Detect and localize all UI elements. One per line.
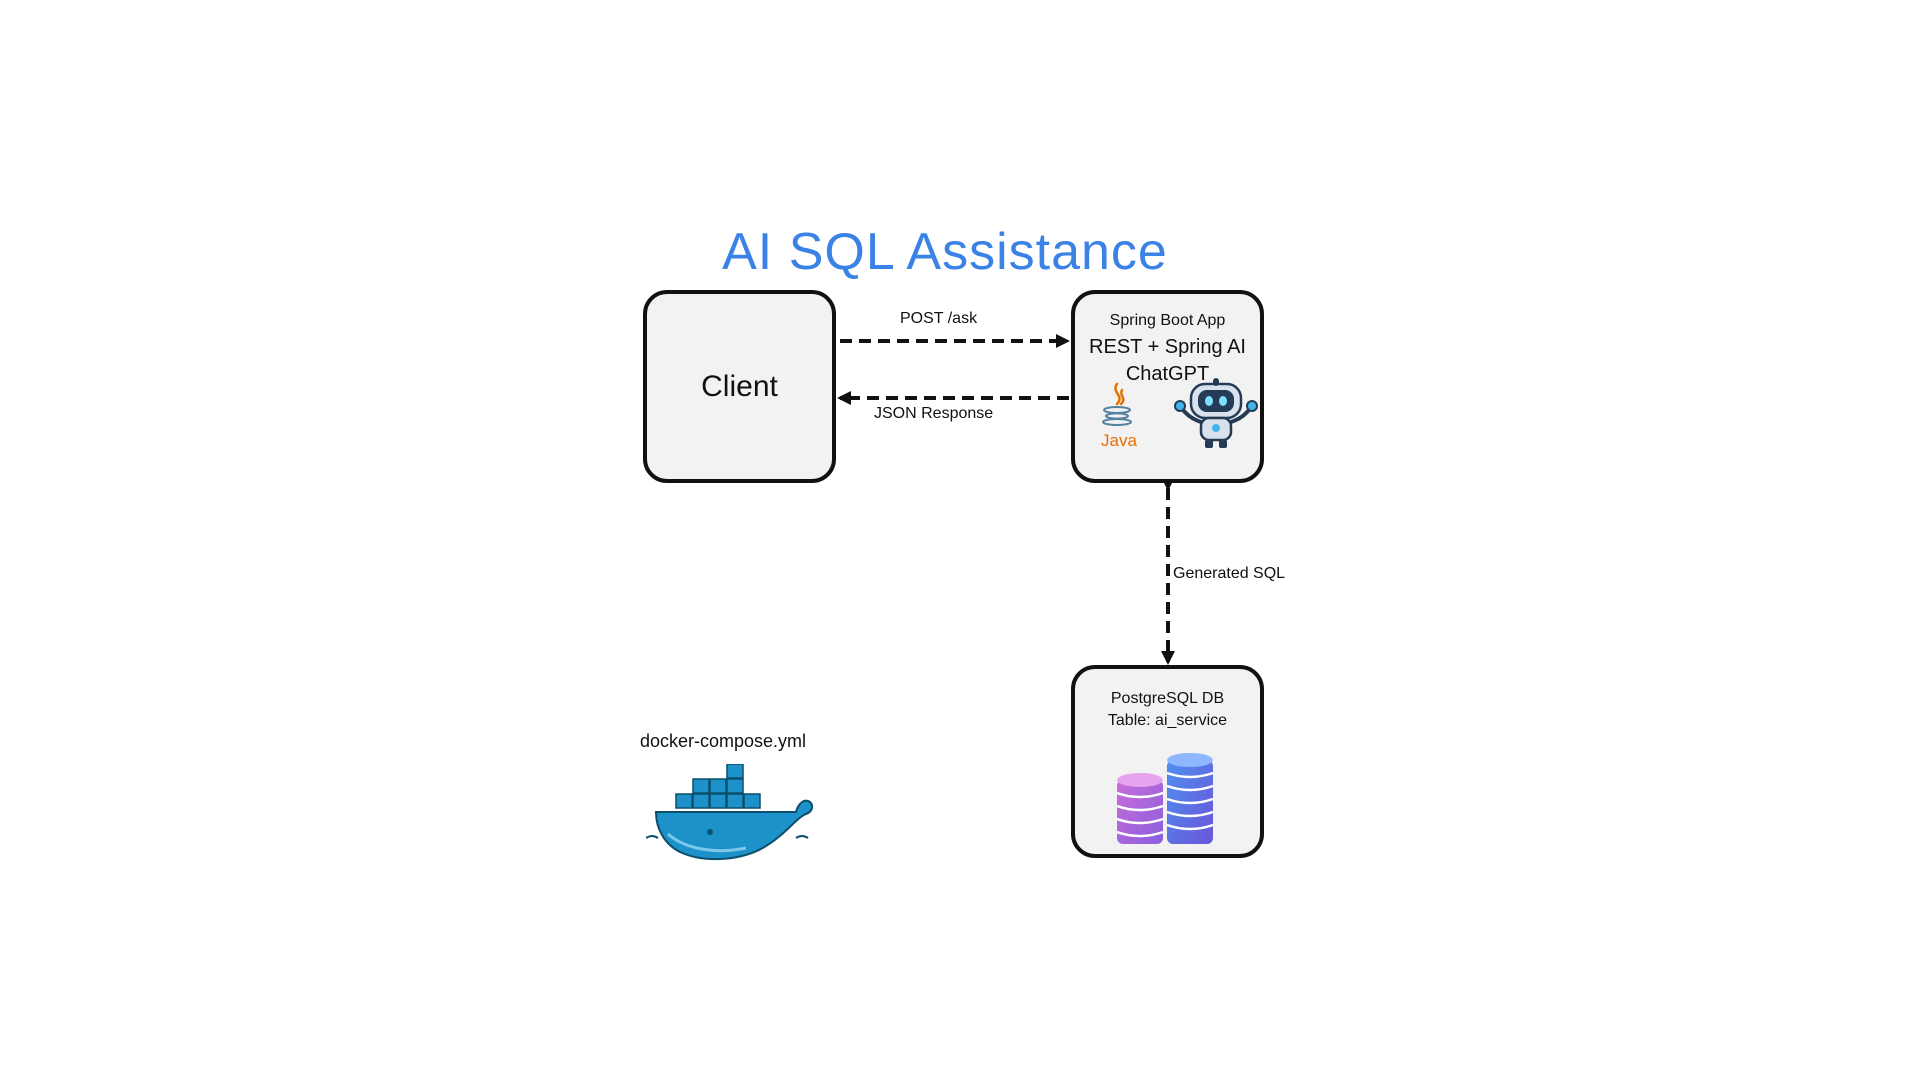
db-table: Table: ai_service xyxy=(1107,712,1228,729)
java-logo-text: Java xyxy=(1101,431,1137,450)
robot-icon xyxy=(1174,378,1258,448)
db-name: PostgreSQL DB xyxy=(1110,690,1225,707)
spring-boot-line1: REST + Spring AI xyxy=(1089,336,1246,358)
database-icon xyxy=(1117,753,1214,844)
postgres-node: PostgreSQL DB Table: ai_service xyxy=(1071,665,1264,858)
request-label: POST /ask xyxy=(900,310,978,327)
spring-boot-line2: ChatGPT xyxy=(1125,363,1210,385)
sql-label: Generated SQL xyxy=(1173,565,1286,582)
diagram-title: AI SQL Assistance xyxy=(722,223,1168,281)
response-label: JSON Response xyxy=(874,405,994,422)
spring-boot-node: Spring Boot App REST + Spring AI ChatGPT… xyxy=(1071,290,1264,483)
client-label: Client xyxy=(701,370,778,403)
client-node: Client xyxy=(643,290,836,483)
docker-compose-label: docker-compose.yml xyxy=(640,731,807,751)
spring-boot-stack: REST + Spring AI ChatGPT xyxy=(1075,334,1260,388)
spring-boot-subtitle: Spring Boot App xyxy=(1109,312,1226,329)
docker-whale-icon xyxy=(646,764,814,861)
java-logo-icon: Java xyxy=(1101,382,1137,450)
